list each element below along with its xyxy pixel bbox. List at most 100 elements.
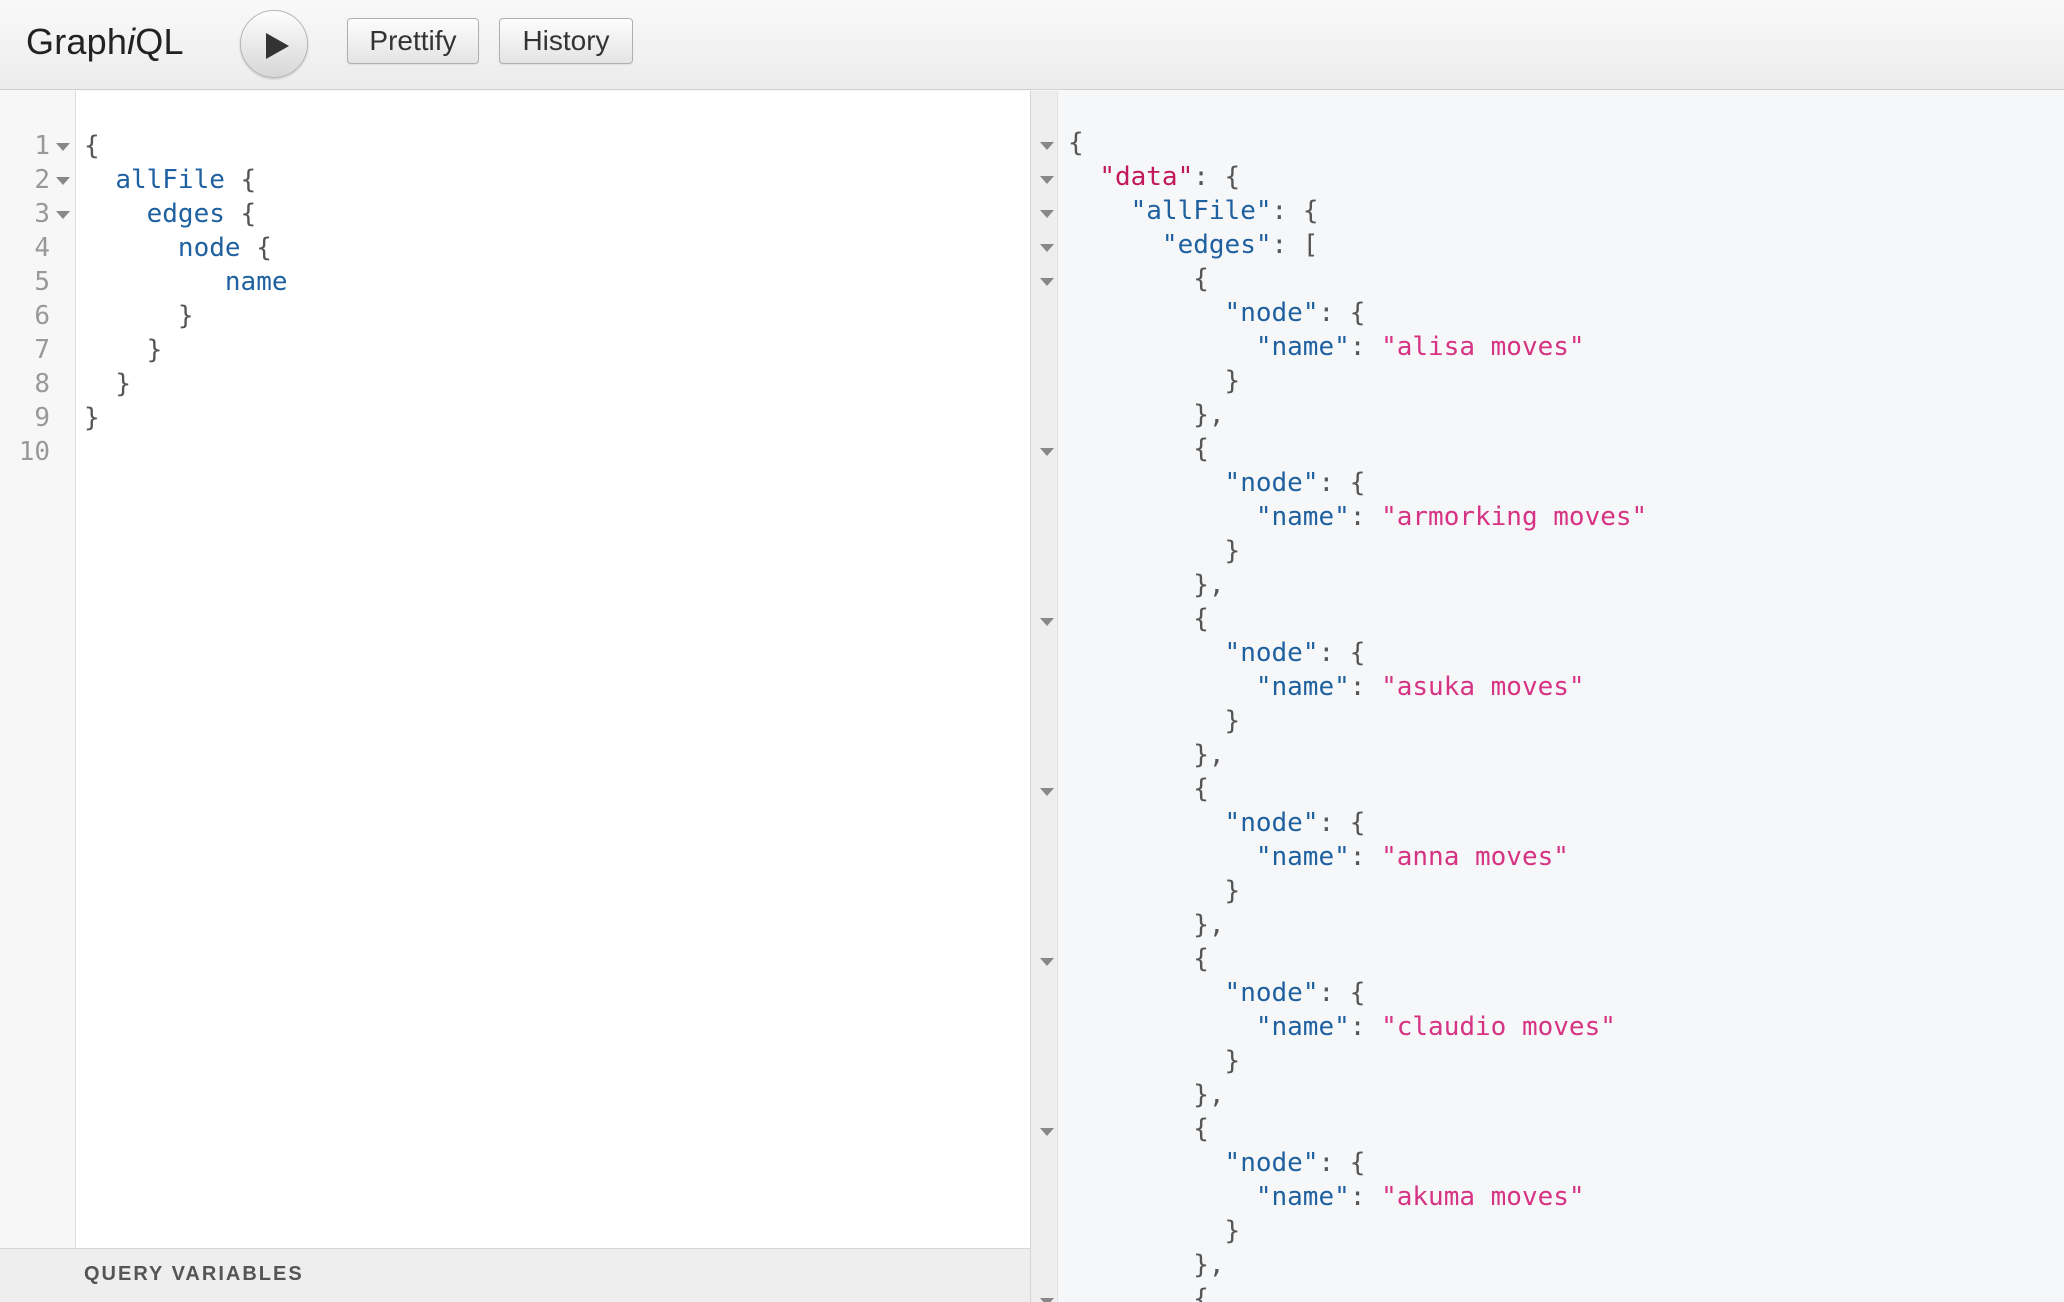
json-string-value: "claudio moves" (1381, 1012, 1616, 1042)
json-punctuation: : { (1318, 978, 1366, 1008)
prettify-button[interactable]: Prettify (347, 18, 479, 64)
fold-arrow-icon[interactable] (1040, 176, 1054, 184)
result-line: "name": "anna moves" (1068, 840, 1569, 874)
json-punctuation: }, (1068, 740, 1225, 770)
json-key: "name" (1255, 672, 1350, 702)
json-punctuation: : { (1318, 638, 1366, 668)
fold-arrow-icon[interactable] (1040, 278, 1054, 286)
query-punctuation: { (224, 199, 257, 229)
json-punctuation: } (1068, 706, 1241, 736)
fold-arrow-icon[interactable] (1040, 142, 1054, 150)
json-punctuation: : [ (1271, 230, 1319, 260)
json-punctuation (1068, 298, 1225, 328)
fold-arrow-icon[interactable] (1040, 1298, 1054, 1302)
json-string-value: "alisa moves" (1381, 332, 1585, 362)
result-line: { (1068, 1282, 1209, 1302)
json-key: "data" (1099, 162, 1194, 192)
json-punctuation: : (1349, 842, 1382, 872)
fold-arrow-icon[interactable] (1040, 958, 1054, 966)
pane-divider[interactable] (1030, 91, 1058, 1302)
query-line[interactable]: } (84, 401, 100, 435)
json-punctuation: : { (1318, 298, 1366, 328)
json-punctuation (1068, 468, 1225, 498)
query-variables-label: QUERY VARIABLES (84, 1263, 304, 1285)
json-punctuation: : (1349, 1182, 1382, 1212)
result-line: "data": { (1068, 160, 1240, 194)
history-button[interactable]: History (499, 18, 633, 64)
json-punctuation: : { (1318, 1148, 1366, 1178)
play-icon (266, 33, 289, 59)
json-punctuation: }, (1068, 1080, 1225, 1110)
execute-query-button[interactable] (240, 10, 308, 78)
query-punctuation: } (115, 369, 131, 399)
fold-arrow-icon[interactable] (1040, 210, 1054, 218)
line-number: 4 (34, 233, 50, 263)
json-punctuation: }, (1068, 570, 1225, 600)
fold-arrow-icon[interactable] (1040, 244, 1054, 252)
query-punctuation: { (240, 233, 272, 263)
json-key: "allFile" (1130, 196, 1272, 226)
query-field: edges (146, 199, 225, 229)
json-punctuation: { (1068, 774, 1209, 804)
result-line: } (1068, 364, 1241, 398)
result-line: } (1068, 874, 1241, 908)
result-line: "node": { (1068, 976, 1366, 1010)
json-string-value: "armorking moves" (1381, 502, 1648, 532)
query-line[interactable]: } (84, 333, 163, 367)
json-key: "node" (1224, 638, 1319, 668)
query-punctuation: { (224, 165, 257, 195)
query-line[interactable]: } (84, 367, 131, 401)
json-punctuation (1068, 842, 1256, 872)
result-line: "name": "asuka moves" (1068, 670, 1585, 704)
result-line: { (1068, 262, 1209, 296)
json-string-value: "akuma moves" (1381, 1182, 1585, 1212)
query-line[interactable]: { (84, 129, 100, 163)
json-punctuation: } (1068, 536, 1241, 566)
json-punctuation (1068, 1148, 1225, 1178)
json-punctuation: { (1068, 604, 1209, 634)
query-line[interactable]: name (84, 265, 288, 299)
result-line: "node": { (1068, 466, 1366, 500)
result-line: "node": { (1068, 636, 1366, 670)
json-key: "node" (1224, 298, 1319, 328)
fold-arrow-icon[interactable] (1040, 1128, 1054, 1136)
query-punctuation: } (177, 301, 194, 331)
query-line[interactable]: } (84, 299, 194, 333)
json-punctuation: } (1068, 1046, 1241, 1076)
fold-arrow-icon[interactable] (1040, 788, 1054, 796)
json-punctuation (1068, 1182, 1256, 1212)
query-line[interactable]: node { (84, 231, 272, 265)
json-punctuation: { (1068, 264, 1209, 294)
query-variables-header[interactable]: QUERY VARIABLES (0, 1248, 1030, 1302)
json-key: "node" (1224, 468, 1319, 498)
fold-arrow-icon[interactable] (56, 143, 70, 151)
result-line: "edges": [ (1068, 228, 1319, 262)
result-line: }, (1068, 568, 1225, 602)
query-line[interactable]: edges { (84, 197, 257, 231)
fold-arrow-icon[interactable] (1040, 448, 1054, 456)
json-punctuation: } (1068, 366, 1241, 396)
json-punctuation: : { (1271, 196, 1319, 226)
query-field: name (224, 267, 288, 297)
json-punctuation (1068, 230, 1162, 260)
result-line: "name": "alisa moves" (1068, 330, 1585, 364)
json-punctuation: : { (1318, 808, 1366, 838)
result-line: { (1068, 772, 1209, 806)
json-punctuation: : (1349, 502, 1382, 532)
result-line: } (1068, 1214, 1241, 1248)
fold-arrow-icon[interactable] (1040, 618, 1054, 626)
result-line: "name": "akuma moves" (1068, 1180, 1585, 1214)
json-punctuation (1068, 672, 1256, 702)
fold-arrow-icon[interactable] (56, 177, 70, 185)
line-number: 9 (34, 403, 50, 433)
fold-arrow-icon[interactable] (56, 211, 70, 219)
result-line: "node": { (1068, 296, 1366, 330)
result-line: "node": { (1068, 806, 1366, 840)
line-number: 5 (34, 267, 50, 297)
query-line[interactable]: allFile { (84, 163, 256, 197)
json-punctuation (1068, 808, 1225, 838)
json-key: "node" (1224, 1148, 1319, 1178)
query-punctuation: } (84, 403, 100, 433)
result-line: "name": "armorking moves" (1068, 500, 1647, 534)
